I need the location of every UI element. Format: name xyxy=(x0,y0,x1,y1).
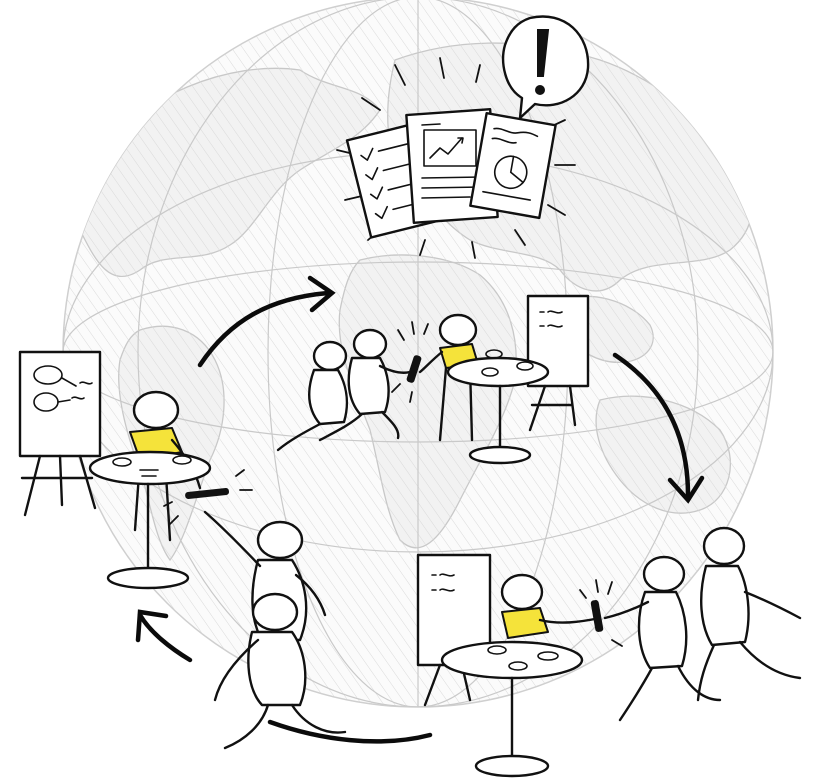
pie-chart-document-icon xyxy=(469,111,557,220)
person-host xyxy=(500,573,602,639)
exclamation-speech-bubble-icon xyxy=(501,15,590,120)
baton-icon xyxy=(579,579,623,647)
baton-icon xyxy=(163,469,253,525)
flipchart-icon xyxy=(18,350,102,517)
runner-following xyxy=(213,592,347,750)
cafe-table-icon xyxy=(446,349,550,465)
runner-following xyxy=(276,340,349,452)
station-bottom-right xyxy=(416,526,802,778)
runner-reaching xyxy=(603,555,722,722)
runner-following xyxy=(696,526,802,702)
coffee-cup-icon xyxy=(112,455,192,477)
cafe-table-icon xyxy=(88,450,212,590)
cycle-arrow-icon xyxy=(135,275,705,744)
document-stack-icon xyxy=(336,15,590,259)
station-left xyxy=(18,350,347,750)
runner-reaching xyxy=(318,328,412,442)
cafe-table-icon xyxy=(440,640,584,778)
baton-icon xyxy=(391,321,429,403)
station-center xyxy=(276,294,590,465)
coffee-cup-icon xyxy=(481,349,534,377)
coffee-cup-icon xyxy=(487,645,559,671)
